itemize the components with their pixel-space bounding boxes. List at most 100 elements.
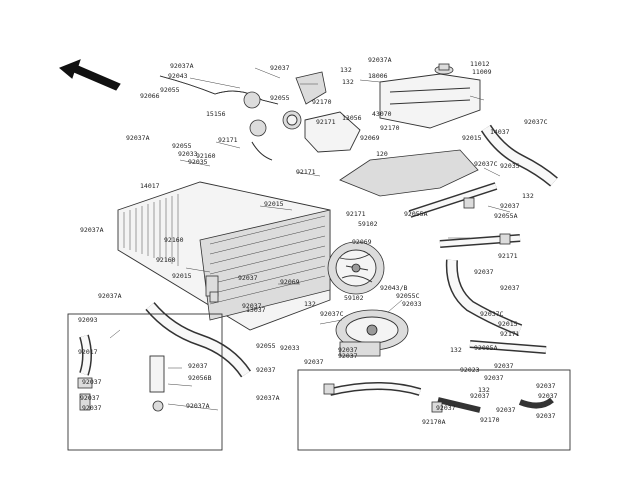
part-label: 92037C — [320, 310, 344, 318]
part-label: 13056 — [342, 114, 362, 122]
part-label: 18006 — [368, 72, 388, 80]
part-label: 92033 — [280, 344, 300, 352]
part-label: 92037 — [238, 274, 258, 282]
lower-hose — [145, 302, 251, 378]
part-label: 132 — [522, 192, 534, 200]
part-label: 92093 — [78, 316, 98, 324]
part-label: 92005A — [474, 344, 498, 352]
part-label: 14037 — [490, 128, 510, 136]
part-label: 92069 — [280, 278, 300, 286]
radiator — [117, 181, 331, 331]
part-label: 92037 — [338, 352, 358, 360]
part-label: 92037 — [484, 374, 504, 382]
part-label: 92043/B — [380, 284, 407, 292]
part-label: 92037A — [368, 56, 392, 64]
part-label: 13037 — [246, 306, 266, 314]
part-label: 92069 — [352, 238, 372, 246]
part-label: 92037A — [126, 134, 150, 142]
part-label: 132 — [342, 78, 354, 86]
front-arrow-icon — [59, 59, 121, 91]
part-label: 92037C — [480, 310, 504, 318]
part-label: 92171 — [500, 330, 520, 338]
part-label: 92023 — [460, 366, 480, 374]
part-label: 92066 — [140, 92, 160, 100]
inset-panel-right — [297, 369, 571, 451]
part-label: 92171 — [498, 252, 518, 260]
part-label: 92037 — [470, 392, 490, 400]
part-label: 92037 — [304, 358, 324, 366]
part-label: 92069 — [360, 134, 380, 142]
part-label: 92171 — [316, 118, 336, 126]
part-label: 92037C — [524, 118, 548, 126]
part-label: 92015 — [264, 200, 284, 208]
part-label: 92037 — [500, 284, 520, 292]
part-label: 92037 — [242, 302, 262, 310]
part-label: 92171 — [296, 168, 316, 176]
part-label: 92037 — [536, 412, 556, 420]
part-label: 92037 — [474, 268, 494, 276]
part-label: 120 — [376, 150, 388, 158]
part-label: 15156 — [206, 110, 226, 118]
part-label: 92160 — [156, 256, 176, 264]
part-label: 43070 — [372, 110, 392, 118]
part-label: 92160 — [164, 236, 184, 244]
part-label: 11009 — [472, 68, 492, 76]
part-label: 92037 — [436, 404, 456, 412]
cooling-fan — [327, 241, 385, 295]
upper-hose — [159, 75, 279, 161]
part-label: 92055A — [404, 210, 428, 218]
part-label: 92015 — [462, 134, 482, 142]
part-label: 92035 — [188, 158, 208, 166]
part-label: 92037A — [186, 402, 210, 410]
part-label: 92037 — [496, 406, 516, 414]
part-label: 92037 — [500, 202, 520, 210]
thermostat-housing — [282, 71, 361, 153]
part-label: 92037 — [536, 382, 556, 390]
shroud — [339, 149, 479, 197]
part-label: 92043 — [168, 72, 188, 80]
part-label: 92170 — [480, 416, 500, 424]
inset-panel-left — [67, 313, 223, 451]
part-label: 92055A — [494, 212, 518, 220]
part-label: 92170A — [422, 418, 446, 426]
part-label: 132 — [478, 386, 490, 394]
part-label: 92037 — [82, 404, 102, 412]
part-label: 59102 — [358, 220, 378, 228]
part-label: 14017 — [140, 182, 160, 190]
part-label: 92171 — [218, 136, 238, 144]
part-label: 92055 — [160, 86, 180, 94]
part-label: 92170 — [380, 124, 400, 132]
part-label: 92037 — [80, 394, 100, 402]
part-label: 132 — [450, 346, 462, 354]
part-label: 132 — [304, 300, 316, 308]
water-pump — [335, 309, 409, 357]
part-label: 92037A — [80, 226, 104, 234]
part-label: 59102 — [344, 294, 364, 302]
part-label: 11012 — [470, 60, 490, 68]
part-label: 92037 — [338, 346, 358, 354]
part-label: 92160 — [196, 152, 216, 160]
part-label: 92171 — [346, 210, 366, 218]
reservoir-tank — [379, 63, 481, 129]
part-label: 92015 — [498, 320, 518, 328]
part-label: 92037C — [474, 160, 498, 168]
part-label: 132 — [340, 66, 352, 74]
part-label: 92037A — [170, 62, 194, 70]
part-label: 92055 — [172, 142, 192, 150]
part-label: 92037 — [188, 362, 208, 370]
leader-lines — [109, 67, 511, 411]
part-label: 92055C — [396, 292, 420, 300]
part-label: 92015 — [172, 272, 192, 280]
part-label: 92037 — [538, 392, 558, 400]
part-label: 92037A — [98, 292, 122, 300]
part-label: 92056B — [188, 374, 212, 382]
part-label: 92170 — [312, 98, 332, 106]
part-label: 92033 — [178, 150, 198, 158]
part-label: 92037 — [82, 378, 102, 386]
part-label: 92037A — [256, 394, 280, 402]
part-label: 92055 — [256, 342, 276, 350]
part-label: 92017 — [78, 348, 98, 356]
part-label: 92055 — [270, 94, 290, 102]
